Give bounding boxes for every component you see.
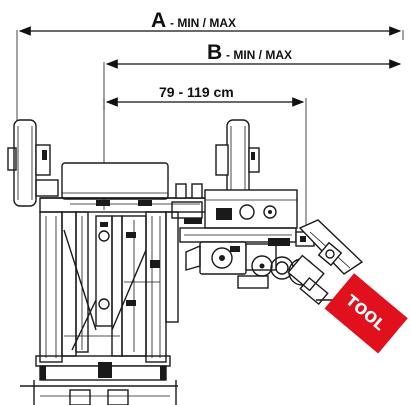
tool-block — [324, 273, 408, 354]
dimension-c: 79 - 119 cm — [103, 84, 307, 245]
cross-bracing — [63, 229, 160, 351]
arm-assembly — [171, 183, 298, 243]
mast-left — [39, 211, 89, 363]
left-wheel — [7, 119, 59, 207]
dimension-a-letter: A — [151, 9, 166, 32]
base — [20, 355, 178, 405]
dimension-b: B - MIN / MAX — [103, 41, 402, 210]
right-wheel — [215, 119, 260, 207]
dimension-a: A - MIN / MAX — [16, 9, 404, 125]
tool-box: TOOL — [324, 273, 408, 354]
mast-middle — [95, 215, 147, 357]
dimension-a-range: - MIN / MAX — [170, 16, 236, 30]
mast-right — [145, 211, 179, 363]
dimension-b-range: - MIN / MAX — [226, 48, 292, 62]
tool-arm — [287, 219, 364, 306]
dimension-c-range: 79 - 119 cm — [159, 84, 234, 100]
gearbox — [185, 231, 316, 289]
lift-machine — [7, 119, 364, 405]
dimension-b-letter: B — [207, 41, 222, 64]
